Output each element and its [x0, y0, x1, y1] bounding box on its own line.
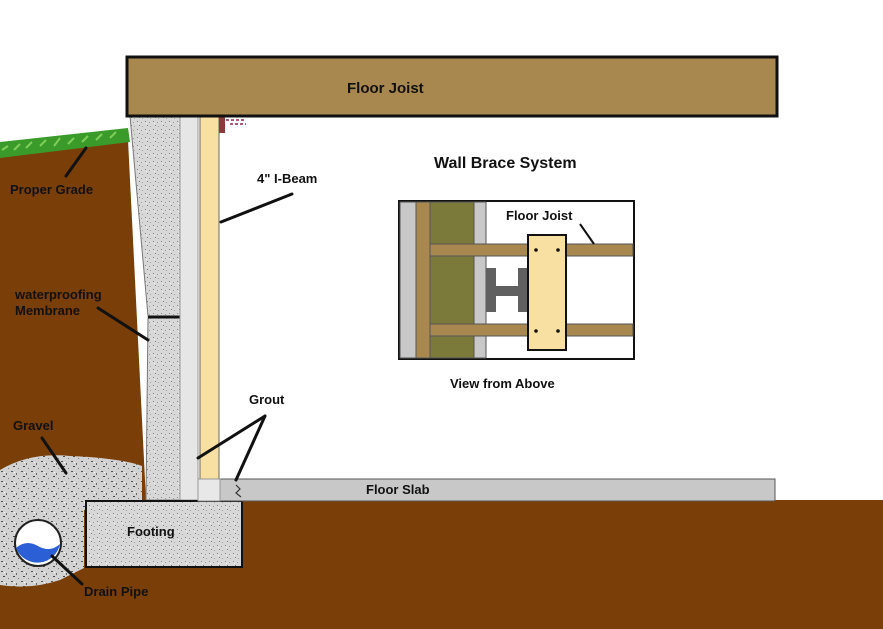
leader-membrane [96, 306, 150, 342]
grout-strip [179, 115, 199, 501]
floor-slab-label: Floor Slab [366, 482, 430, 497]
inset-i-beam-side [415, 201, 431, 359]
soil-left [0, 140, 146, 500]
floor-joist [125, 55, 779, 118]
i-beam [199, 115, 220, 501]
leader-grout-1 [196, 414, 267, 460]
grass [0, 128, 130, 158]
leader-i-beam [219, 192, 294, 224]
floor-joist-label: Floor Joist [347, 80, 424, 97]
footing [85, 500, 243, 568]
leader-grout-2 [234, 414, 267, 482]
proper-grade-label: Proper Grade [10, 182, 94, 197]
drain-pipe-label: Drain Pipe [84, 584, 149, 599]
inset-floor-joist-label: Floor Joist [506, 208, 573, 223]
footing-label: Footing [127, 524, 175, 539]
diagram-title: Wall Brace System [434, 155, 577, 172]
gravel-label: Gravel [13, 418, 54, 433]
leader-proper-grade [64, 146, 88, 178]
i-beam-label: 4" I-Beam [257, 171, 318, 186]
inset-plan-view [398, 200, 635, 360]
inset-i-beam-profile [486, 268, 528, 312]
drain-pipe [14, 519, 62, 567]
leader-gravel [40, 436, 68, 475]
floor-slab [217, 478, 776, 502]
inset-brace-plate [527, 234, 567, 351]
grout-label: Grout [249, 392, 285, 407]
membrane-label: waterproofing Membrane [15, 287, 102, 318]
leader-drain-pipe [50, 554, 84, 586]
inset-caption: View from Above [450, 376, 555, 391]
leader-inset-floor-joist [579, 223, 595, 245]
